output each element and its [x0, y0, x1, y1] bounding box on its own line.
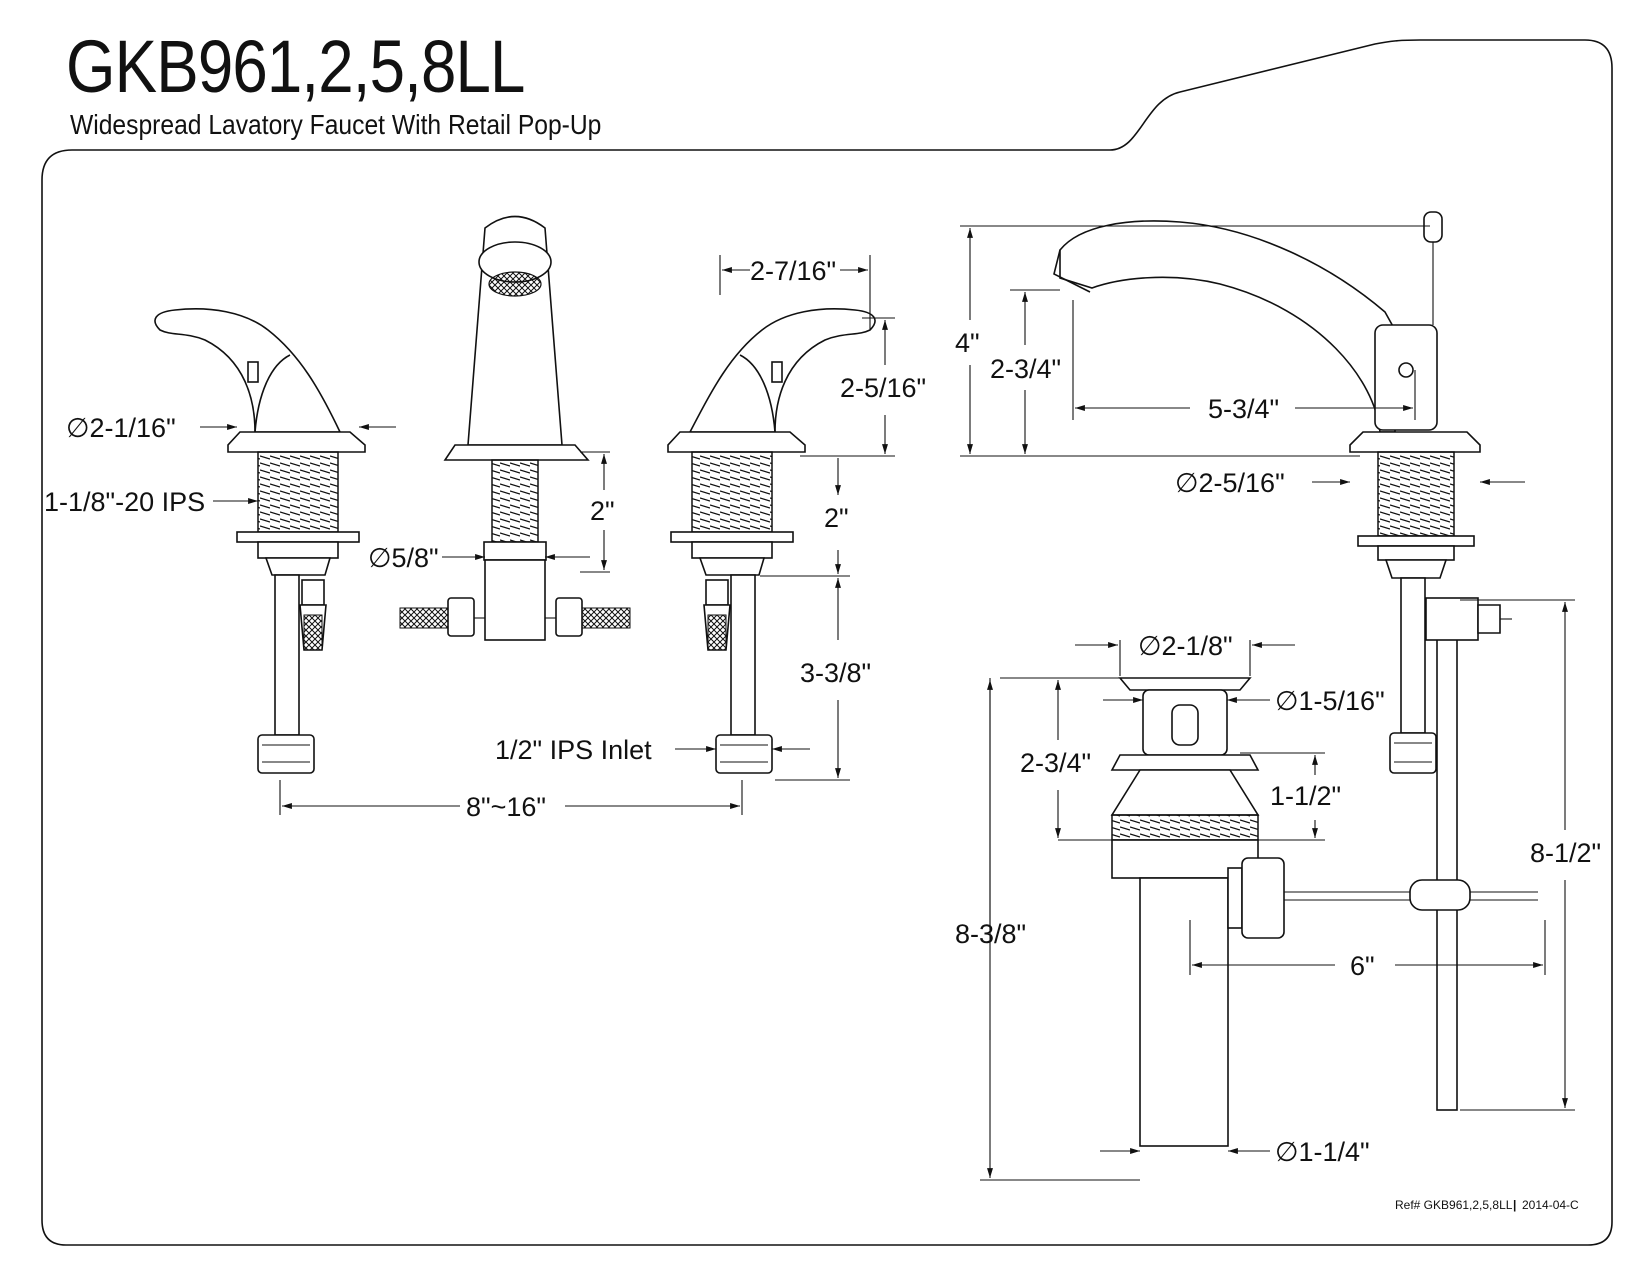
dim-spout-outlet-height: 2-3/4": [990, 354, 1061, 384]
side-spout: [1053, 211, 1512, 1111]
product-description: Widespread Lavatory Faucet With Retail P…: [70, 109, 602, 140]
dim-handle-width: 2-7/16": [750, 256, 836, 286]
dim-tailpiece-diameter: ∅1-1/4": [1275, 1137, 1370, 1167]
right-handle-valve: [667, 308, 876, 774]
dimension-labels: ∅2-1/16" 1-1/8"-20 IPS ∅5/8" 2" 2-7/16" …: [44, 256, 1601, 1167]
footer-revision: 2014-04-C: [1522, 1198, 1579, 1212]
footer-ref-number: Ref# GKB961,2,5,8LL: [1395, 1198, 1513, 1212]
pop-up-drain: [1110, 677, 1538, 1147]
dim-drain-flange-diameter: ∅2-1/8": [1138, 631, 1233, 661]
dim-drain-stopper-diameter: ∅1-5/16": [1275, 686, 1385, 716]
dim-spout-shank-length: 2": [590, 496, 615, 526]
dim-lift-rod-length: 8-1/2": [1530, 838, 1601, 868]
dim-drain-thread-height: 1-1/2": [1270, 781, 1341, 811]
model-title: GKB961,2,5,8LL: [66, 25, 525, 108]
dim-spout-total-height: 4": [955, 328, 980, 358]
dim-spread: 8"~16": [466, 792, 546, 822]
footer-separator: |: [1513, 1198, 1516, 1212]
footer-reference: Ref# GKB961,2,5,8LL | 2014-04-C: [1395, 1198, 1579, 1212]
dim-drain-total-length: 8-3/8": [955, 919, 1026, 949]
dim-supply-length: 3-3/8": [800, 658, 871, 688]
dimension-lines: [200, 225, 1575, 1181]
dim-inlet: 1/2" IPS Inlet: [495, 735, 652, 765]
center-spout-front: [399, 215, 631, 641]
dim-handle-height: 2-5/16": [840, 373, 926, 403]
dim-spout-base-diameter: ∅2-5/16": [1175, 468, 1285, 498]
dim-drain-body-height: 2-3/4": [1020, 748, 1091, 778]
dim-handle-shank-length: 2": [824, 503, 849, 533]
dim-spout-reach: 5-3/4": [1208, 394, 1279, 424]
dim-pivot-rod-length: 6": [1350, 951, 1375, 981]
dim-handle-thread: 1-1/8"-20 IPS: [44, 487, 205, 517]
dim-handle-base-diameter: ∅2-1/16": [66, 413, 176, 443]
page-frame: [41, 39, 1613, 1246]
dim-shank-diameter: ∅5/8": [368, 543, 439, 573]
left-handle-valve: [154, 308, 366, 774]
